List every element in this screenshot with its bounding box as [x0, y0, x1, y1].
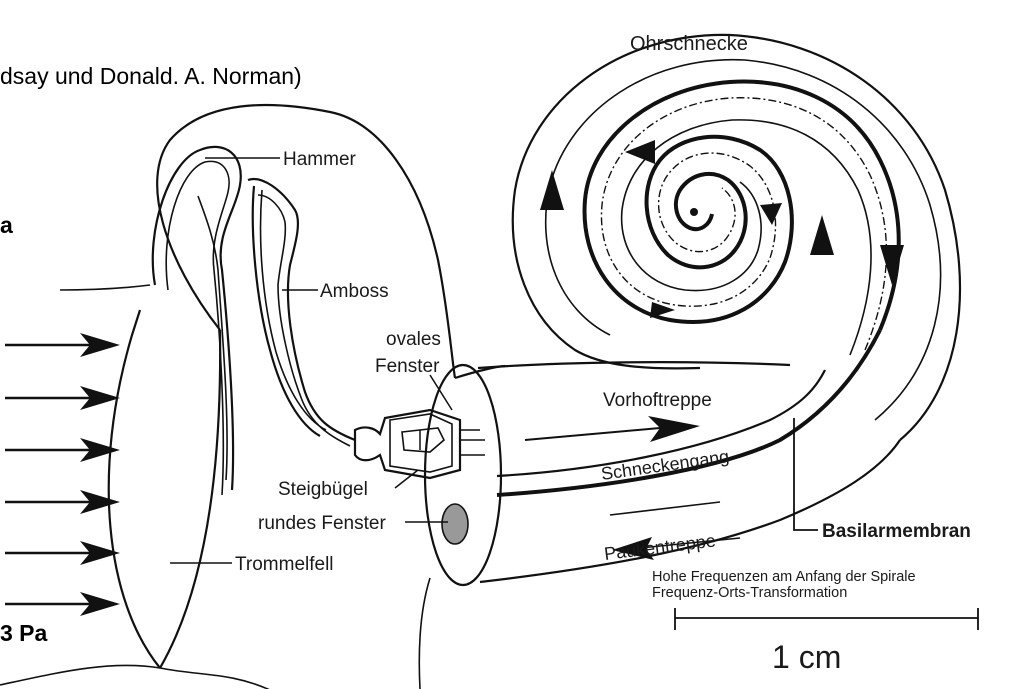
caption-text: dsay und Donald. A. Norman): [0, 63, 302, 89]
label-round-window: rundes Fenster: [258, 513, 386, 534]
label-amboss: Amboss: [320, 281, 389, 302]
note-high-frequencies: Hohe Frequenzen am Anfang der Spirale: [652, 569, 916, 585]
sound-arrow: [5, 541, 120, 565]
sound-arrow: [5, 333, 120, 357]
label-basilar: Basilarmembran: [822, 521, 971, 542]
middle-ear-outline: [157, 105, 505, 378]
note-transformation: Frequenz-Orts-Transformation: [652, 585, 847, 601]
anvil-bone: [248, 179, 355, 446]
hammer-bone: [153, 147, 241, 495]
label-vestibular: Vorhoftreppe: [603, 390, 712, 411]
scale-label: 1 cm: [772, 639, 841, 675]
flow-arrow-up-icon: [540, 170, 564, 210]
label-tympanic: Paukentreppe: [603, 530, 717, 564]
sound-arrow: [5, 592, 120, 616]
flow-arrow-right-icon: [650, 302, 675, 318]
flow-arrow-down-icon: [880, 245, 904, 285]
label-hammer: Hammer: [283, 149, 357, 170]
label-stapes: Steigbügel: [278, 479, 368, 500]
cochlea-spiral: [513, 35, 960, 440]
label-oval-window-2: Fenster: [375, 356, 440, 377]
flow-arrow-down-icon: [760, 203, 782, 225]
leader-lines: [170, 158, 818, 689]
sound-arrow: [5, 386, 120, 410]
flow-arrow-left-icon: [625, 140, 655, 164]
label-eardrum: Trommelfell: [235, 554, 334, 575]
sound-arrows: [5, 333, 120, 616]
sound-arrow: [5, 490, 120, 514]
pressure-label-top: a: [0, 212, 13, 238]
label-oval-window-1: ovales: [386, 329, 441, 350]
flow-arrow-up-icon: [810, 215, 834, 255]
label-cochlea: Ohrschnecke: [630, 33, 748, 55]
scale-bar: [675, 608, 978, 630]
stapes-bone: [355, 410, 485, 478]
sound-arrow: [5, 438, 120, 462]
pressure-label-bottom: 3 Pa: [0, 620, 48, 646]
